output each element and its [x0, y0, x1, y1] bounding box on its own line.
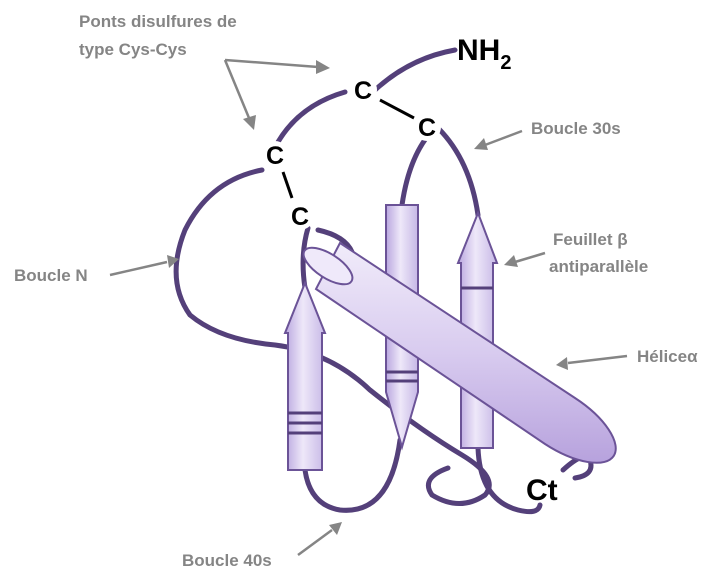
label-feuillet-line2: antiparallèle: [549, 257, 648, 276]
cys-1: C: [354, 77, 372, 105]
label-feuillet-line1: Feuillet β: [553, 230, 628, 249]
n-terminus-label: NH2: [457, 34, 511, 74]
c-terminus-label: Ct: [526, 474, 558, 507]
beta-strand-left: [285, 283, 325, 470]
cys-2: C: [418, 114, 436, 142]
label-boucle-40s: Boucle 40s: [182, 551, 272, 570]
label-boucle-30s: Boucle 30s: [531, 119, 621, 138]
label-boucle-n: Boucle N: [14, 266, 88, 285]
label-disulfide-line1: Ponts disulfures de: [79, 12, 237, 31]
cys-3: C: [266, 142, 284, 170]
cys-4: C: [291, 203, 309, 231]
label-disulfide-line2: type Cys-Cys: [79, 40, 187, 59]
label-helice: Héliceα: [637, 347, 698, 366]
